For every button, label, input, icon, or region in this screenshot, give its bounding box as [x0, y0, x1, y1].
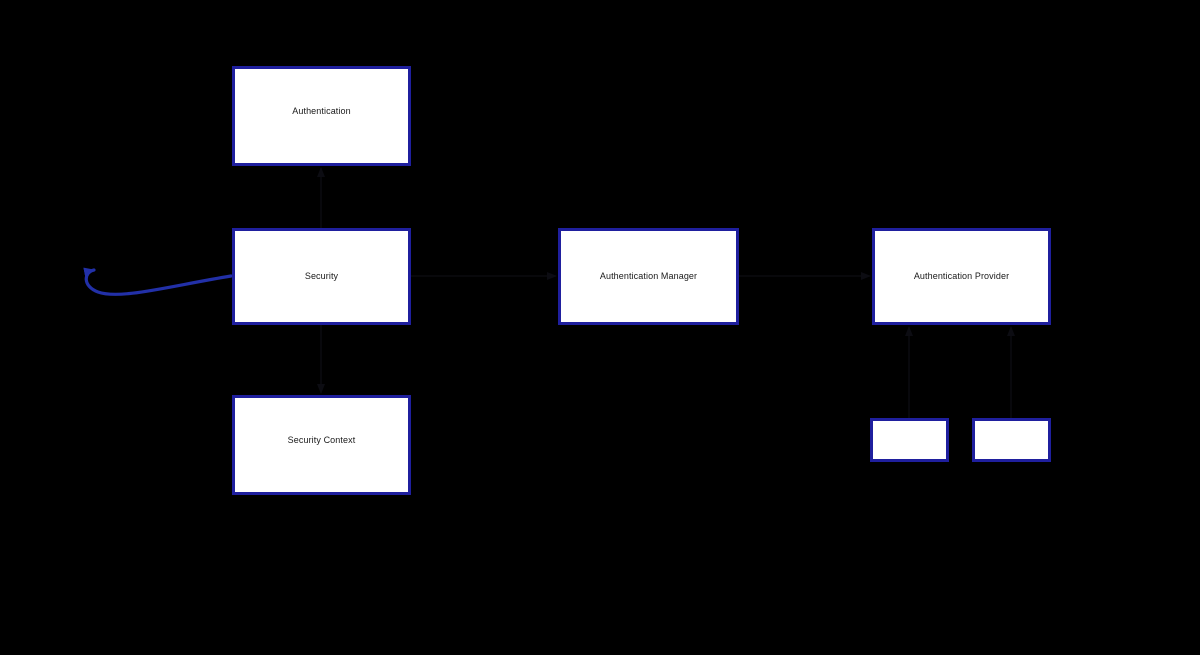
node-authentication[interactable]: Authentication — [232, 66, 411, 166]
node-authentication-provider[interactable]: Authentication Provider — [872, 228, 1051, 325]
node-provider-child-right[interactable] — [972, 418, 1051, 462]
node-security-context-label: Security Context — [287, 434, 356, 445]
edge-security-self-loop — [83, 267, 233, 296]
node-authentication-manager-label: Authentication Manager — [599, 271, 698, 281]
node-authentication-provider-label: Authentication Provider — [913, 271, 1010, 281]
node-provider-child-left[interactable] — [870, 418, 949, 462]
node-security[interactable]: Security — [232, 228, 411, 325]
node-authentication-manager[interactable]: Authentication Manager — [558, 228, 739, 325]
node-security-label: Security — [304, 271, 339, 281]
node-authentication-label: Authentication — [292, 105, 351, 116]
node-security-context[interactable]: Security Context — [232, 395, 411, 495]
